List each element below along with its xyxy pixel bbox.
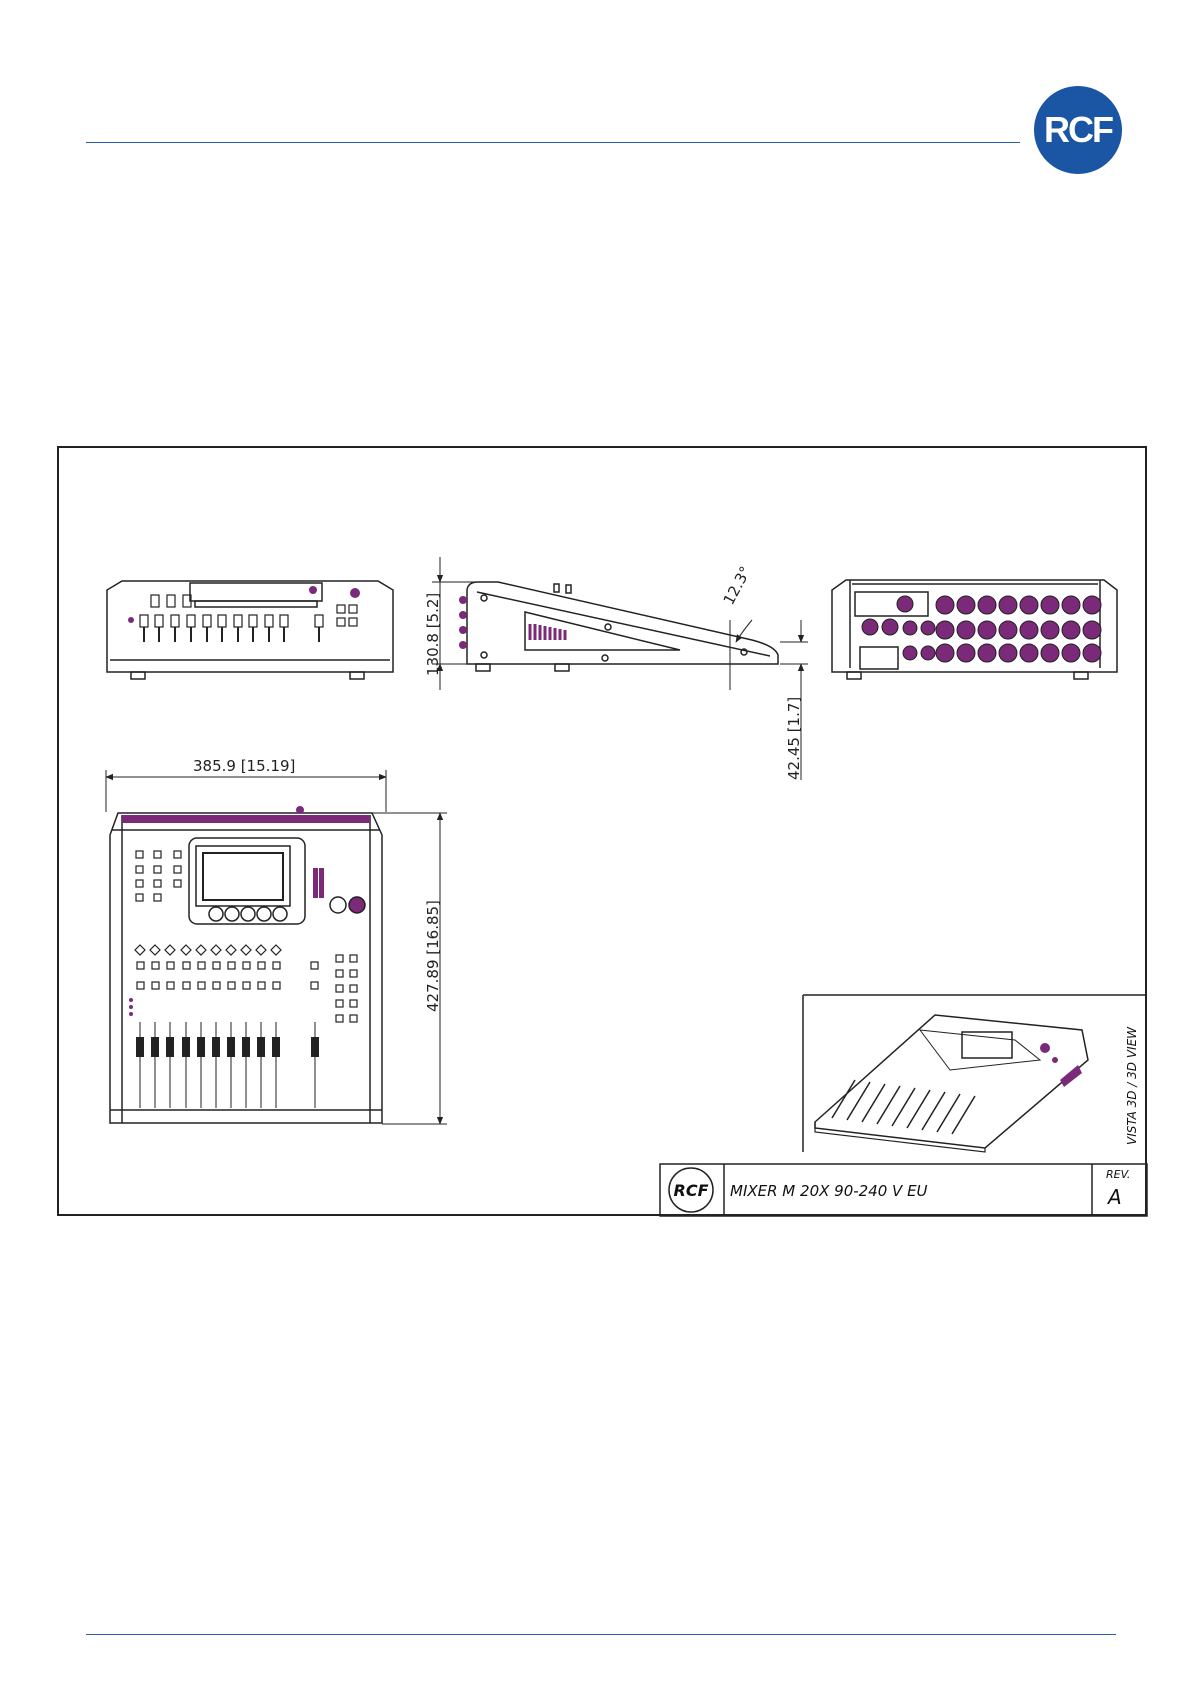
front-height-dim-label: 42.45 [1.7] — [785, 697, 803, 780]
rev-value: A — [1106, 1185, 1122, 1209]
angle-dim-label: 12.3° — [720, 563, 755, 608]
view-3d-box — [803, 995, 1147, 1152]
side-dimensions — [432, 557, 808, 780]
view-3d-label: VISTA 3D / 3D VIEW — [1125, 1026, 1139, 1145]
view-3d-accents — [1040, 1043, 1082, 1087]
height-dim-label: 130.8 [5.2] — [424, 593, 442, 676]
front-view — [107, 581, 393, 679]
depth-dim-label: 427.89 [16.85] — [424, 900, 442, 1012]
top-view — [110, 813, 382, 1123]
footer-rule — [86, 1634, 1116, 1635]
rev-label: REV. — [1106, 1168, 1130, 1181]
drawing-title: MIXER M 20X 90-240 V EU — [730, 1182, 928, 1200]
title-block-logo: RCF — [674, 1181, 709, 1200]
width-dim-label: 385.9 [15.19] — [193, 757, 295, 775]
top-view-fader-caps — [136, 1037, 319, 1057]
